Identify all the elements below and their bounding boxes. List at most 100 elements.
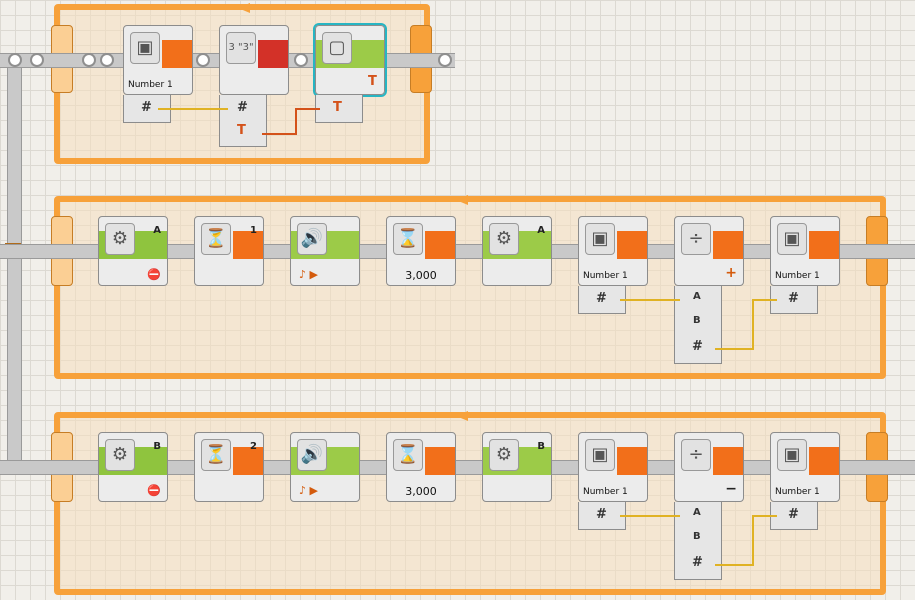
timer-block[interactable]: ⏳ 1 (194, 216, 264, 286)
loop-arrow-icon (456, 195, 468, 205)
timer-number: 2 (250, 441, 257, 452)
motor-block[interactable]: ⚙ B ⛔ (98, 432, 168, 502)
calculator-icon: ÷ (681, 439, 711, 471)
block-band (258, 40, 288, 68)
beam-hole (30, 53, 44, 67)
variable-block[interactable]: ▣ Number 1 (770, 216, 840, 286)
data-hub: A B # (674, 502, 722, 580)
timer-icon: ⏳ (201, 223, 231, 255)
motor-block[interactable]: ⚙ B (482, 432, 552, 502)
number-to-text-block[interactable]: 3 "3" (219, 25, 289, 95)
number-plug-icon[interactable]: # (788, 507, 799, 522)
stop-icon: ⛔ (147, 268, 161, 281)
timer-block[interactable]: ⏳ 2 (194, 432, 264, 502)
block-band (162, 40, 192, 68)
play-icon: ♪ ▶ (299, 484, 318, 497)
input-b-plug[interactable]: B (693, 315, 701, 326)
briefcase-icon: ▣ (777, 439, 807, 471)
variable-name: Number 1 (583, 487, 628, 497)
variable-block[interactable]: ▣ Number 1 (770, 432, 840, 502)
variable-name: Number 1 (583, 271, 628, 281)
beam-hole (294, 53, 308, 67)
data-wire[interactable] (262, 133, 296, 135)
number-plug-icon[interactable]: # (596, 291, 607, 306)
data-wire[interactable] (158, 108, 228, 110)
loop-arrow-icon (456, 411, 468, 421)
wait-block[interactable]: ⌛ 3,000 (386, 432, 456, 502)
number-plug-icon[interactable]: # (237, 100, 248, 115)
data-wire[interactable] (295, 108, 297, 135)
wait-block[interactable]: ⌛ 3,000 (386, 216, 456, 286)
variable-name: Number 1 (128, 80, 173, 90)
loop-row-2[interactable] (54, 412, 886, 595)
math-block[interactable]: ÷ − (674, 432, 744, 502)
block-band (617, 447, 647, 475)
data-hub: # (770, 286, 818, 314)
display-icon: ▢ (322, 32, 352, 64)
beam-hole (196, 53, 210, 67)
data-wire[interactable] (295, 108, 320, 110)
block-band (713, 447, 743, 475)
motor-block[interactable]: ⚙ A ⛔ (98, 216, 168, 286)
text-plug-icon: T (368, 74, 377, 89)
gear-icon: ⚙ (489, 223, 519, 255)
play-icon: ♪ ▶ (299, 268, 318, 281)
data-wire[interactable] (752, 299, 777, 301)
input-b-plug[interactable]: B (693, 531, 701, 542)
motor-port: A (537, 225, 545, 236)
motor-block[interactable]: ⚙ A (482, 216, 552, 286)
number-plug-icon[interactable]: # (596, 507, 607, 522)
gear-icon: ⚙ (489, 439, 519, 471)
data-wire[interactable] (715, 564, 753, 566)
speaker-icon: 🔊 (297, 439, 327, 471)
motor-port: B (153, 441, 161, 452)
block-band (233, 447, 263, 475)
variable-block[interactable]: ▣ Number 1 (578, 216, 648, 286)
variable-block[interactable]: ▣ Number 1 (123, 25, 193, 95)
beam-hole (438, 53, 452, 67)
loop-row-1[interactable] (54, 196, 886, 379)
number-plug-icon[interactable]: # (141, 100, 152, 115)
data-hub: A B # (674, 286, 722, 364)
number-to-text-icon: 3 "3" (226, 32, 256, 64)
data-wire[interactable] (752, 299, 754, 350)
data-wire[interactable] (715, 348, 753, 350)
input-a-plug[interactable]: A (693, 507, 701, 518)
data-hub: # (770, 502, 818, 530)
hourglass-icon: ⌛ (393, 223, 423, 255)
data-wire[interactable] (620, 299, 680, 301)
text-plug-icon[interactable]: T (333, 100, 342, 115)
number-plug-icon[interactable]: # (692, 339, 703, 354)
sound-block[interactable]: 🔊 ♪ ▶ (290, 432, 360, 502)
text-plug-icon[interactable]: T (237, 123, 246, 138)
input-a-plug[interactable]: A (693, 291, 701, 302)
calculator-icon: ÷ (681, 223, 711, 255)
data-hub: # T (219, 95, 267, 147)
beam-hole (8, 53, 22, 67)
stop-icon: ⛔ (147, 484, 161, 497)
motor-port: B (537, 441, 545, 452)
briefcase-icon: ▣ (777, 223, 807, 255)
speaker-icon: 🔊 (297, 223, 327, 255)
data-wire[interactable] (752, 515, 777, 517)
motor-port: A (153, 225, 161, 236)
block-band (425, 231, 455, 259)
loop-arrow-icon (238, 3, 250, 13)
timer-number: 1 (250, 225, 257, 236)
data-hub: # (578, 286, 626, 314)
block-band (809, 231, 839, 259)
beam-hole (100, 53, 114, 67)
math-block[interactable]: ÷ + (674, 216, 744, 286)
data-wire[interactable] (752, 515, 754, 566)
number-plug-icon[interactable]: # (788, 291, 799, 306)
wait-duration: 3,000 (405, 269, 437, 282)
briefcase-icon: ▣ (585, 223, 615, 255)
data-hub: T (315, 95, 363, 123)
data-wire[interactable] (620, 515, 680, 517)
gear-icon: ⚙ (105, 439, 135, 471)
block-band (425, 447, 455, 475)
number-plug-icon[interactable]: # (692, 555, 703, 570)
display-block[interactable]: ▢ T (313, 23, 387, 97)
sound-block[interactable]: 🔊 ♪ ▶ (290, 216, 360, 286)
variable-block[interactable]: ▣ Number 1 (578, 432, 648, 502)
